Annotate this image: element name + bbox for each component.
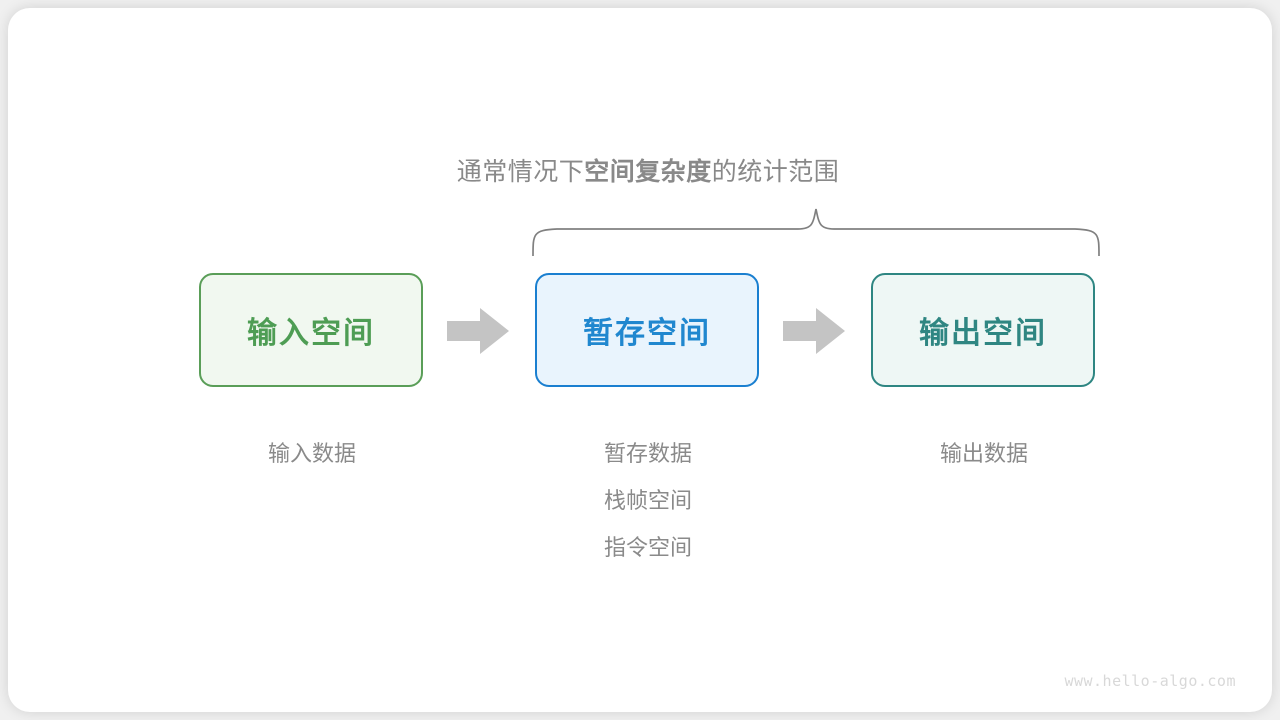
box-output-space[interactable]: 输出空间	[871, 273, 1095, 387]
watermark: www.hello-algo.com	[1064, 672, 1236, 690]
box-buffer-space-label: 暂存空间	[583, 317, 711, 350]
headline-suffix: 的统计范围	[711, 158, 840, 186]
diagram-headline: 通常情况下空间复杂度的统计范围	[8, 152, 1280, 188]
arrow-right-icon	[783, 308, 845, 354]
caption-output: 输出数据	[854, 430, 1114, 477]
caption-line: 暂存数据	[603, 441, 692, 466]
caption-line: 输入数据	[267, 441, 356, 466]
box-output-space-label: 输出空间	[919, 317, 1047, 350]
diagram-card: 通常情况下空间复杂度的统计范围 输入空间 暂存空间 输出空间 输入数据 暂存数据	[8, 8, 1272, 712]
headline-prefix: 通常情况下	[456, 158, 585, 186]
scope-brace-icon	[532, 208, 1100, 256]
caption-line: 输出数据	[939, 441, 1028, 466]
caption-buffer: 暂存数据 栈帧空间 指令空间	[518, 430, 778, 571]
caption-line: 指令空间	[603, 535, 692, 560]
arrow-right-icon	[447, 308, 509, 354]
box-input-space[interactable]: 输入空间	[199, 273, 423, 387]
box-buffer-space[interactable]: 暂存空间	[535, 273, 759, 387]
caption-line: 栈帧空间	[603, 488, 692, 513]
caption-input: 输入数据	[182, 430, 442, 477]
headline-emphasis: 空间复杂度	[584, 158, 712, 186]
box-input-space-label: 输入空间	[247, 317, 375, 350]
